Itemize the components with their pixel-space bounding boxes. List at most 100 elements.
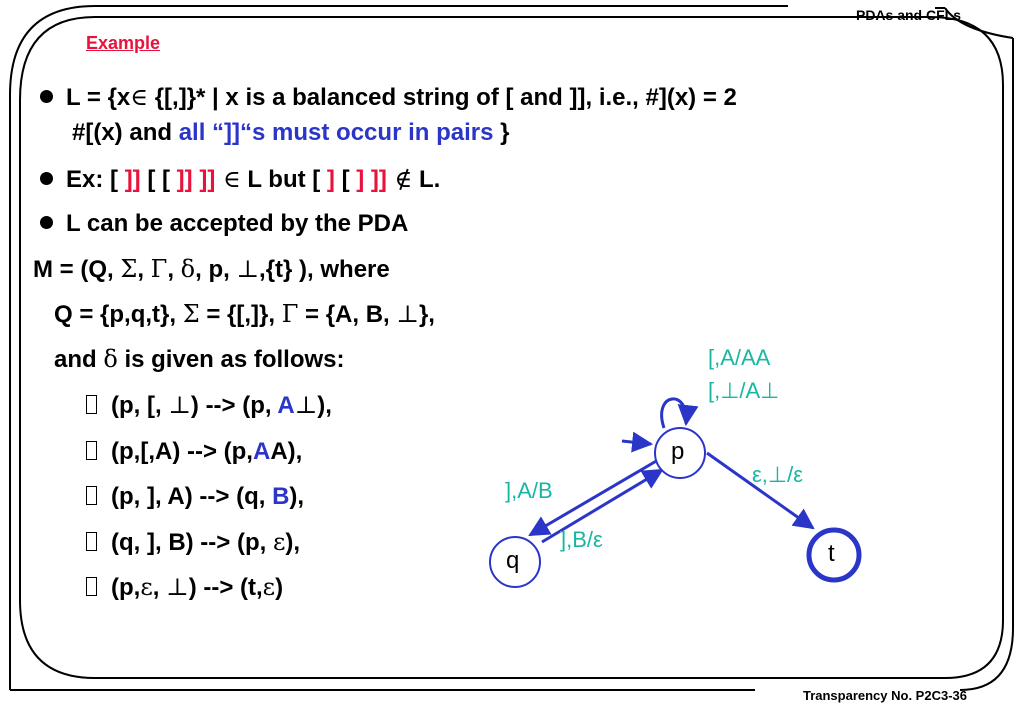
edge-p-t-label: ε,⊥/ε (752, 462, 804, 487)
text-segment: (p,[,A) --> (p, (111, 438, 253, 465)
edge-q-p-label: ],B/ε (560, 527, 603, 552)
state-q (489, 536, 541, 588)
highlight-text: all “]]“s must occur in pairs (178, 119, 494, 146)
epsilon-symbol: ε (140, 573, 153, 601)
sigma-symbol: Σ (182, 300, 200, 328)
text-segment: #[(x) and (72, 119, 179, 146)
text-segment: , (152, 574, 167, 601)
delta-symbol: δ (180, 255, 196, 283)
text-segment: = {A, B, (298, 301, 397, 328)
bullet-example: Ex: [ ]] [ [ ]] ]] ∈ L but [ ] [ ] ]] ∉ … (40, 164, 440, 195)
element-of-symbol: ∈ (215, 165, 241, 193)
text-segment: [ [ (140, 166, 177, 193)
rule-marker-icon (86, 486, 97, 506)
delta-symbol: δ (103, 345, 118, 373)
text-segment: ) (275, 574, 284, 601)
gamma-symbol: Γ (281, 300, 299, 328)
state-p (654, 427, 706, 479)
text-segment: ), (317, 392, 332, 419)
bottom-symbol: ⊥ (396, 300, 419, 328)
state-q-label: q (506, 547, 520, 574)
bottom-symbol: ⊥ (236, 255, 260, 283)
edge-p-loop (660, 397, 699, 429)
loop-label-2: [,⊥/A⊥ (708, 378, 780, 403)
bottom-symbol: ⊥ (168, 391, 191, 419)
bullet-dot (40, 216, 53, 230)
text-segment: {[,]}* | x is a balanced string of [ and… (148, 84, 737, 111)
text-segment: (p, ], A) --> (q, (111, 483, 273, 510)
text-segment: L = {x (66, 84, 131, 111)
text-segment: = {[,]}, (199, 301, 282, 328)
state-set-definition: Q = {p,q,t}, Σ = {[,]}, Γ = {A, B, ⊥}, (54, 299, 435, 330)
gamma-symbol: Γ (150, 255, 168, 283)
text-segment: , (167, 256, 181, 283)
text-segment: Ex: [ (66, 166, 125, 193)
start-arrow (621, 431, 654, 453)
edge-q-to-p (541, 468, 664, 544)
highlight-text: A (277, 392, 295, 419)
rule-3: (p, ], A) --> (q, B), (86, 482, 304, 512)
text-segment: ) --> (t, (188, 574, 263, 601)
edge-p-to-t (706, 451, 815, 530)
text-segment: (p, [, (111, 392, 169, 419)
highlight-text: A (252, 438, 271, 465)
text-segment: Q = {p,q,t}, (54, 301, 183, 328)
red-bracket: ]] (199, 166, 216, 193)
state-p-label: p (671, 438, 685, 465)
text-segment: } (493, 119, 510, 146)
rule-marker-icon (86, 395, 97, 415)
text-segment: , (137, 256, 151, 283)
epsilon-symbol: ε (262, 573, 276, 601)
rule-2: (p,[,A) --> (p,AA), (86, 437, 302, 467)
text-segment: A), (270, 438, 303, 465)
red-bracket: ]] (370, 166, 387, 193)
machine-definition: M = (Q, Σ, Γ, δ, p, ⊥,{t} ), where (33, 254, 390, 285)
text-segment: (q, ], B) --> (p, (111, 529, 273, 556)
bullet-dot (40, 172, 53, 186)
state-t-accepting (806, 527, 862, 583)
text-segment: ) --> (p, (190, 392, 278, 419)
epsilon-symbol: ε (272, 528, 286, 556)
bottom-symbol: ⊥ (294, 391, 318, 419)
rule-marker-icon (86, 441, 97, 461)
edge-p-q-label: ],A/B (505, 478, 553, 503)
rule-marker-icon (86, 577, 97, 597)
not-element-of-symbol: ∉ (386, 165, 413, 193)
loop-label-1: [,A/AA (708, 345, 771, 370)
rule-1: (p, [, ⊥) --> (p, A⊥), (86, 390, 332, 421)
text-segment: L but [ (240, 166, 327, 193)
bottom-symbol: ⊥ (166, 573, 189, 601)
text-segment: and (54, 346, 104, 373)
text-segment: }, (418, 301, 435, 328)
red-bracket: ] (356, 166, 365, 193)
bullet-language-definition-cont: #[(x) and all “]]“s must occur in pairs … (72, 118, 509, 148)
rule-5: (p,ε, ⊥) --> (t,ε) (86, 572, 283, 603)
rule-4: (q, ], B) --> (p, ε), (86, 527, 300, 558)
text-segment: M = (Q, (33, 256, 121, 283)
footer-label: Transparency No. P2C3-36 (802, 688, 967, 703)
slide-heading: Example (86, 33, 161, 53)
sigma-symbol: Σ (120, 255, 138, 283)
text-segment: L can be accepted by the PDA (66, 210, 409, 237)
red-bracket: ]] (124, 166, 141, 193)
edge-p-to-q (528, 458, 659, 537)
text-segment: is given as follows: (117, 346, 345, 373)
element-of-symbol: ∈ (130, 83, 149, 111)
text-segment: [ (334, 166, 357, 193)
header-title: PDAs and CFLs (855, 7, 961, 23)
text-segment: ), (289, 483, 305, 510)
red-bracket: ]] (176, 166, 193, 193)
red-bracket: ] (326, 166, 335, 193)
highlight-text: B (272, 483, 290, 510)
bullet-pda: L can be accepted by the PDA (40, 209, 408, 239)
text-segment: ,{t} ), where (259, 256, 390, 283)
text-segment: L. (412, 166, 441, 193)
text-segment: ), (285, 529, 301, 556)
text-segment: , p, (195, 256, 237, 283)
delta-intro: and δ is given as follows: (54, 344, 345, 375)
bullet-language-definition: L = {x∈ {[,]}* | x is a balanced string … (40, 82, 737, 113)
rule-marker-icon (86, 532, 97, 552)
bullet-dot (40, 90, 53, 104)
